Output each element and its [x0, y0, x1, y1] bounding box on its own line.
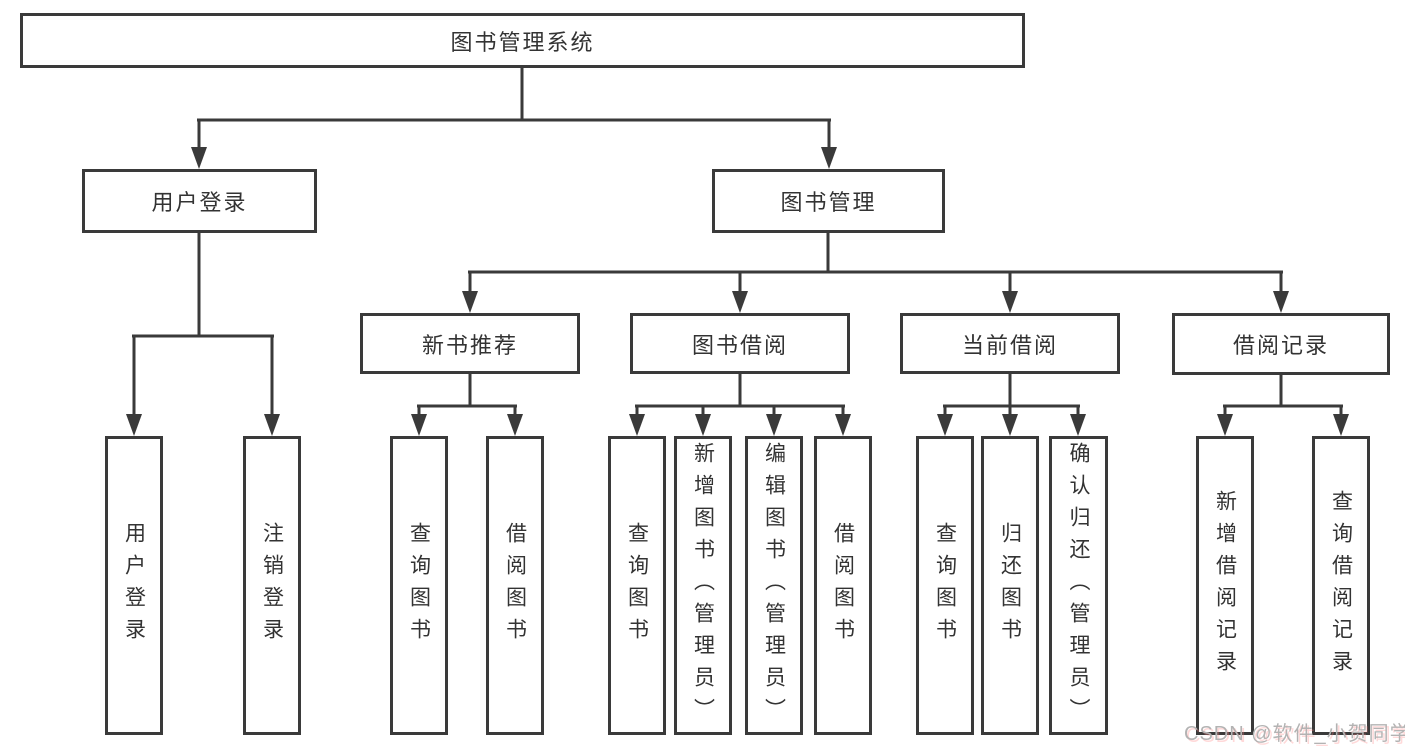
- connector-current-borrow: [937, 374, 1086, 436]
- leaf-user-login: 用户登录: [105, 436, 163, 735]
- node-book-borrowing: 图书借阅: [630, 313, 850, 374]
- node-current-borrowing-label: 当前借阅: [961, 332, 1058, 358]
- node-user-login-label: 用户登录: [151, 190, 248, 215]
- leaf-add-borrow-record-label: 新增借阅记录: [1213, 489, 1237, 682]
- node-new-book-recommendation: 新书推荐: [360, 313, 580, 374]
- leaf-add-books-admin: 新增图书（管理员）: [674, 436, 732, 735]
- leaf-logout: 注销登录: [243, 436, 301, 735]
- leaf-borrow-books-2-label: 借阅图书: [831, 521, 855, 650]
- node-book-borrowing-label: 图书借阅: [691, 332, 788, 358]
- leaf-user-login-label: 用户登录: [122, 521, 146, 650]
- connector-book-borrow: [629, 374, 851, 436]
- leaf-return-books-label: 归还图书: [998, 521, 1022, 650]
- connector-book-management: [462, 233, 1289, 313]
- node-user-login: 用户登录: [82, 169, 317, 233]
- leaf-query-books-3-label: 查询图书: [933, 521, 957, 650]
- node-root: 图书管理系统: [20, 13, 1025, 68]
- leaf-edit-books-admin-label: 编辑图书（管理员）: [762, 441, 786, 730]
- csdn-watermark: CSDN @软件_小贺同学: [1184, 723, 1405, 745]
- node-new-book-recommendation-label: 新书推荐: [421, 332, 518, 358]
- node-root-label: 图书管理系统: [450, 29, 595, 55]
- leaf-confirm-return-admin-label: 确认归还（管理员）: [1067, 441, 1090, 730]
- node-borrowing-records: 借阅记录: [1172, 313, 1390, 375]
- node-current-borrowing: 当前借阅: [900, 313, 1120, 374]
- leaf-logout-label: 注销登录: [260, 521, 284, 650]
- leaf-edit-books-admin: 编辑图书（管理员）: [745, 436, 803, 735]
- leaf-borrow-books-2: 借阅图书: [814, 436, 872, 735]
- leaf-return-books: 归还图书: [981, 436, 1039, 735]
- leaf-add-books-admin-label: 新增图书（管理员）: [691, 441, 715, 730]
- leaf-query-borrow-record: 查询借阅记录: [1312, 436, 1370, 735]
- leaf-add-borrow-record: 新增借阅记录: [1196, 436, 1254, 735]
- leaf-query-borrow-record-label: 查询借阅记录: [1329, 489, 1353, 682]
- node-book-management: 图书管理: [712, 169, 945, 233]
- connector-new-book-rec: [411, 374, 523, 436]
- leaf-borrow-books-1: 借阅图书: [486, 436, 544, 735]
- connector-user-login: [126, 233, 280, 436]
- leaf-query-books-2: 查询图书: [608, 436, 666, 735]
- leaf-query-books-1-label: 查询图书: [407, 521, 431, 650]
- leaf-confirm-return-admin: 确认归还（管理员）: [1049, 436, 1108, 735]
- leaf-borrow-books-1-label: 借阅图书: [503, 521, 527, 650]
- connector-root: [191, 68, 837, 169]
- connector-borrow-records: [1217, 374, 1349, 436]
- leaf-query-books-3: 查询图书: [916, 436, 974, 735]
- node-book-management-label: 图书管理: [780, 190, 877, 215]
- leaf-query-books-2-label: 查询图书: [625, 521, 649, 650]
- leaf-query-books-1: 查询图书: [390, 436, 448, 735]
- node-borrowing-records-label: 借阅记录: [1232, 333, 1329, 358]
